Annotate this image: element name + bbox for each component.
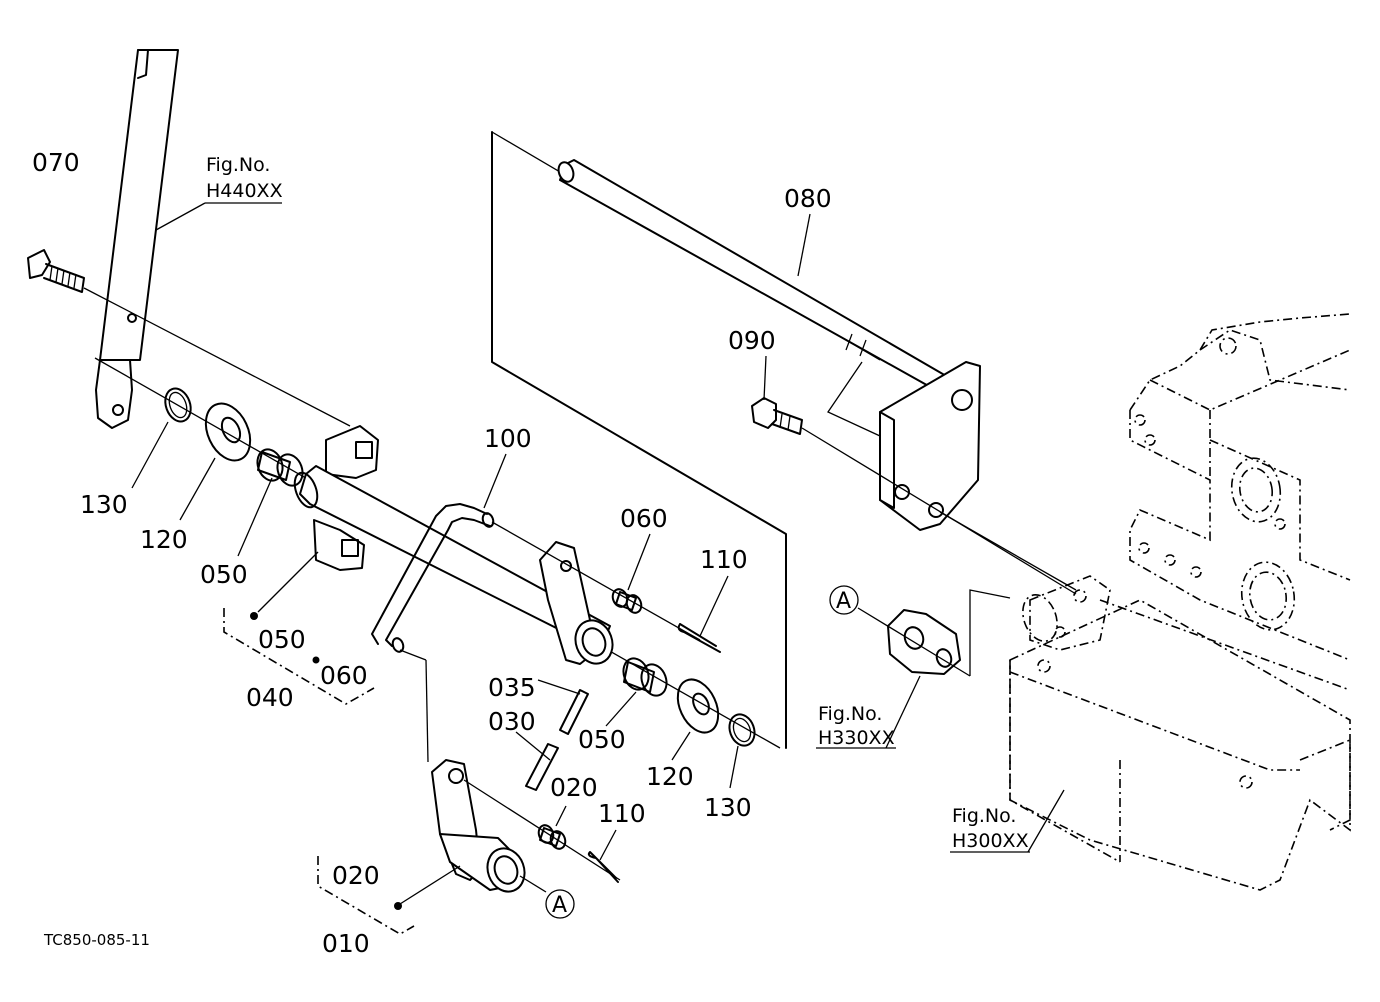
part-label-060b: 060 <box>320 661 368 690</box>
part-label-090: 090 <box>728 326 776 355</box>
part-label-060a: 060 <box>620 504 668 533</box>
lever-010 <box>431 759 526 893</box>
leader-h300 <box>1027 789 1065 853</box>
pin-030 <box>525 743 559 791</box>
leader-020b <box>399 865 461 905</box>
lift-arm-bracket <box>95 49 282 429</box>
dot-050 <box>250 612 258 620</box>
connector-label-upper: A <box>836 589 851 614</box>
leader-110b <box>599 829 617 861</box>
leader-120a <box>179 457 216 521</box>
axis-line-100 <box>491 521 701 641</box>
rod-100 <box>371 503 495 653</box>
part-label-010: 010 <box>322 929 370 958</box>
leader-090 <box>763 355 767 401</box>
part-label-070: 070 <box>32 148 80 177</box>
cotter-pin-110-lower <box>587 851 619 883</box>
bolt-090 <box>751 397 803 435</box>
fig-ref-number-h440: H440XX <box>206 180 283 202</box>
axis-line-lower <box>463 779 621 881</box>
part-label-080: 080 <box>784 184 832 213</box>
figure-code: TC850-085-11 <box>43 931 150 949</box>
leader-035 <box>537 679 581 695</box>
fig-ref-number-h300: H300XX <box>952 830 1029 852</box>
part-label-050b: 050 <box>258 625 306 654</box>
bushing-020-upper <box>537 824 567 850</box>
leader-link-box <box>969 589 1011 676</box>
part-label-050c: 050 <box>578 725 626 754</box>
dot-020 <box>394 902 402 910</box>
pin-035 <box>559 689 589 735</box>
fig-ref-label-h300: Fig.No. <box>952 805 1016 827</box>
cross-shaft-040 <box>293 425 614 665</box>
leader-050a <box>237 477 273 557</box>
part-label-020a: 020 <box>550 773 598 802</box>
bracket-010 <box>317 856 415 935</box>
axis-line-bracket <box>939 511 1077 591</box>
axis-line-upper <box>83 287 351 427</box>
part-label-050a: 050 <box>200 560 248 589</box>
part-label-020b: 020 <box>332 861 380 890</box>
part-label-120a: 120 <box>140 525 188 554</box>
snap-ring-130-left <box>164 387 192 423</box>
bolt-070 <box>27 249 85 293</box>
leader-020a <box>555 805 567 827</box>
link-plate-h330 <box>887 609 961 675</box>
leader-050c <box>605 691 637 727</box>
part-label-130a: 130 <box>80 490 128 519</box>
washer-120-left <box>204 402 252 462</box>
leader-rod-lower <box>399 649 427 661</box>
connector-marker-a-lower: A <box>545 889 575 919</box>
leader-130a <box>131 421 169 489</box>
cotter-pin-110-upper <box>677 623 721 653</box>
leader-h330 <box>885 675 921 749</box>
axis-line-a <box>857 607 971 677</box>
leader-060a <box>627 533 651 591</box>
part-label-035: 035 <box>488 673 536 702</box>
part-label-130b: 130 <box>704 793 752 822</box>
bushing-060 <box>611 588 643 614</box>
fig-ref-label-h440: Fig.No. <box>206 154 270 176</box>
leader-100 <box>483 453 507 509</box>
bushing-050-left <box>256 448 304 487</box>
snap-ring-130-right <box>728 713 756 747</box>
fig-ref-number-h330: H330XX <box>818 727 895 749</box>
leader-rod-drop <box>425 659 429 763</box>
leader-a-lower <box>519 875 547 893</box>
connector-label-lower: A <box>552 893 567 918</box>
part-label-100: 100 <box>484 424 532 453</box>
leader-110a <box>699 575 729 637</box>
leader-120b <box>671 731 691 761</box>
part-label-040: 040 <box>246 683 294 712</box>
leader-050b <box>257 551 319 613</box>
part-label-110b: 110 <box>598 799 646 828</box>
leader-080 <box>797 213 811 277</box>
fig-ref-label-h330: Fig.No. <box>818 703 882 725</box>
part-label-120b: 120 <box>646 762 694 791</box>
dot-060 <box>312 656 320 664</box>
washer-120-right <box>676 678 720 734</box>
bushing-050-right <box>622 657 668 697</box>
connector-marker-a-upper: A <box>829 585 859 615</box>
hydraulic-housing-h300 <box>1009 313 1351 891</box>
leader-030 <box>515 731 551 761</box>
leader-130b <box>729 745 739 789</box>
axis-line-090 <box>801 427 1077 595</box>
part-label-030: 030 <box>488 707 536 736</box>
part-label-110a: 110 <box>700 545 748 574</box>
lift-shaft-080 <box>491 131 981 749</box>
